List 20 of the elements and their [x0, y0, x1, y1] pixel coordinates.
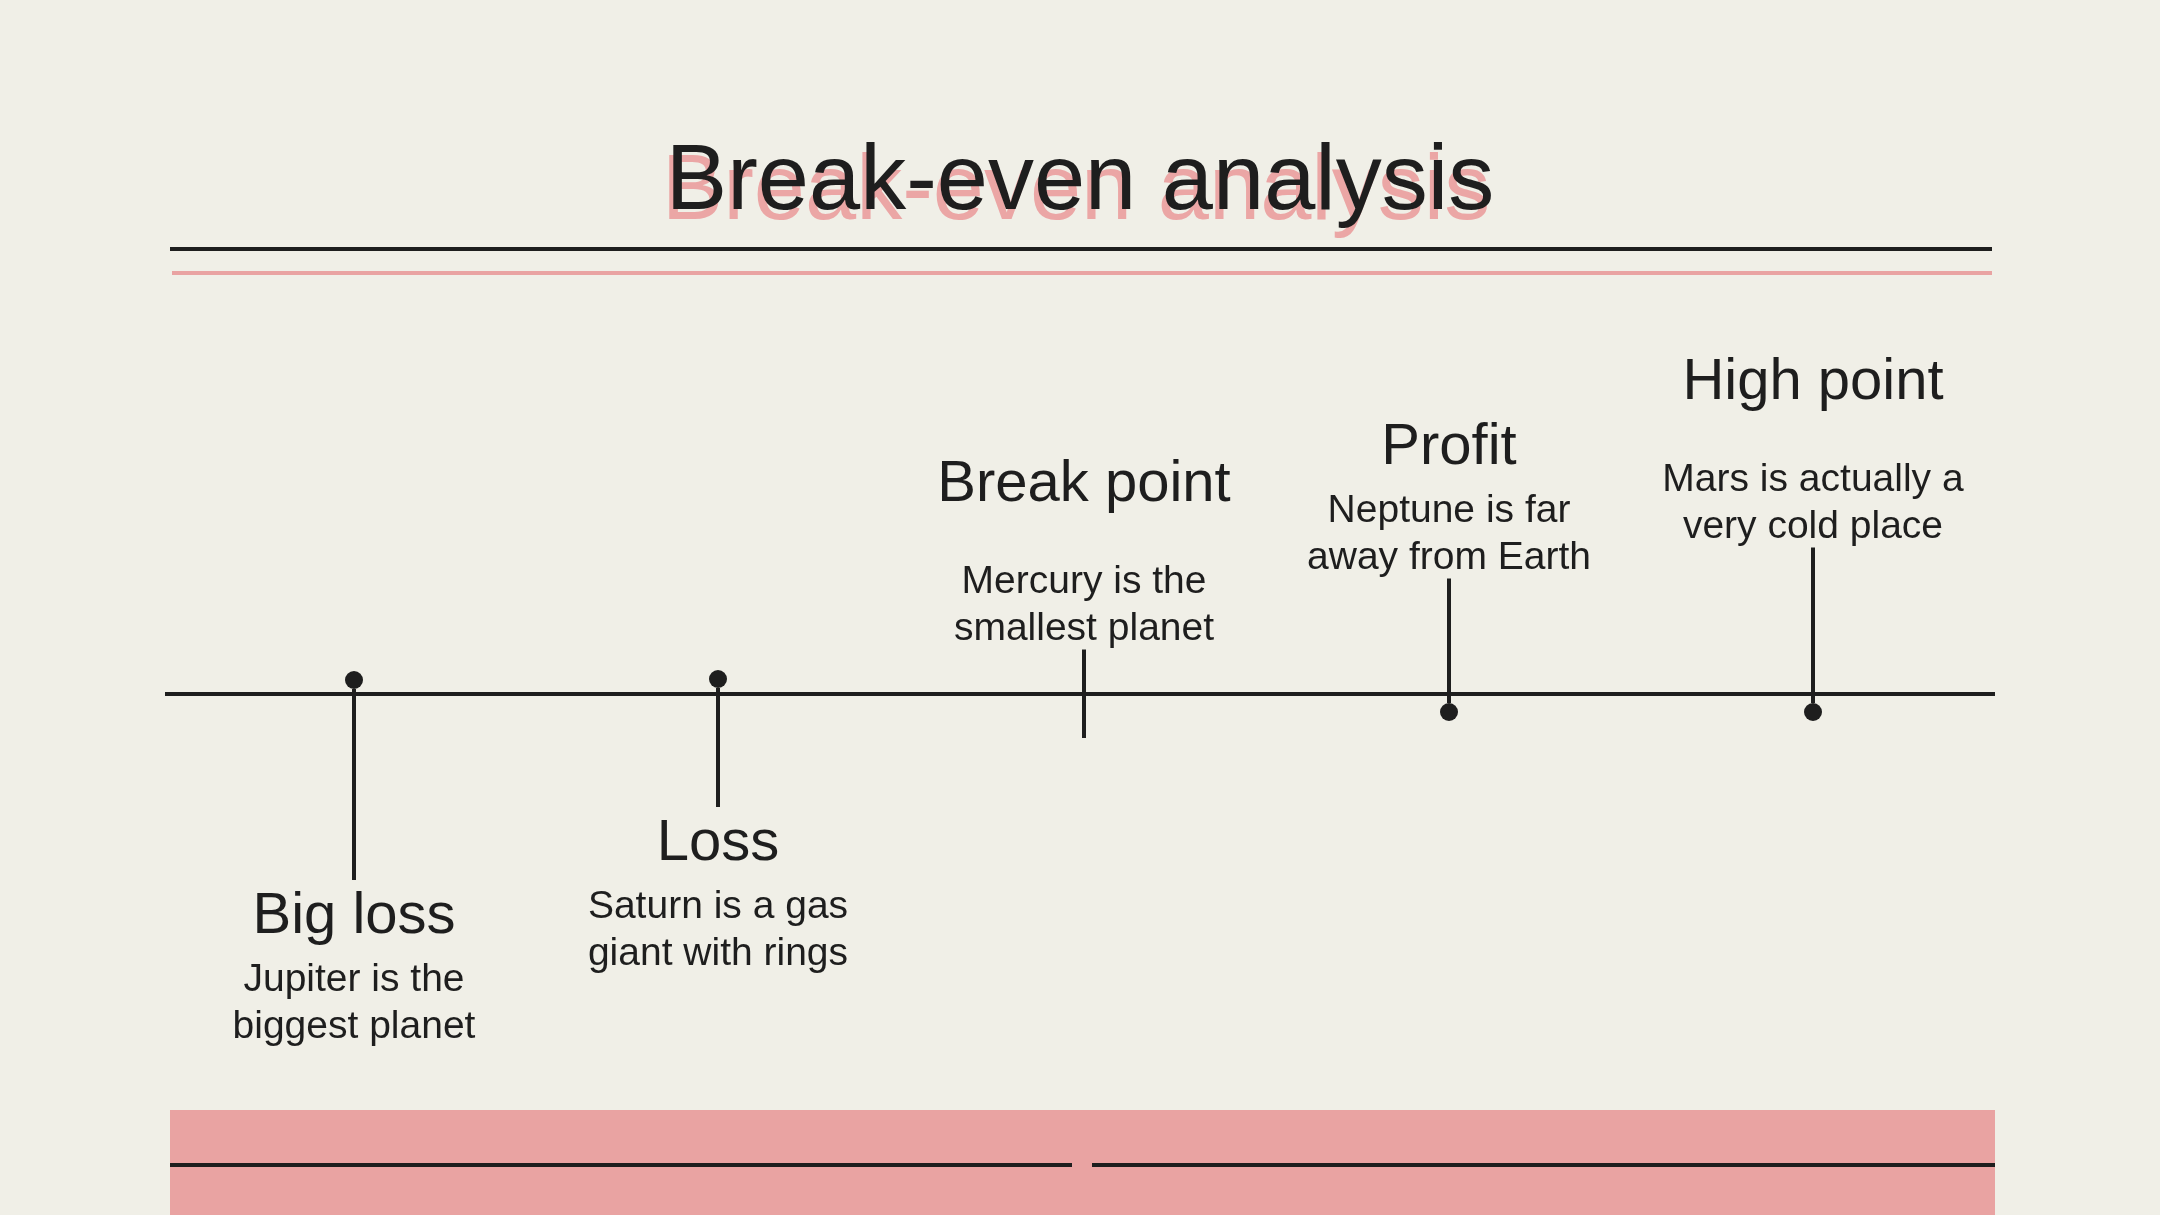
timeline-dot-icon	[345, 671, 363, 689]
leader-line	[1447, 578, 1451, 703]
milestone-description: Neptune is far away from Earth	[1306, 485, 1592, 579]
milestone-description: Jupiter is the biggest planet	[231, 954, 477, 1048]
leader-line	[716, 688, 720, 807]
milestone-heading: High point	[1681, 346, 1945, 412]
milestone-description: Saturn is a gas giant with rings	[586, 881, 850, 975]
leader-line	[1082, 649, 1086, 738]
milestone-description: Mars is actually a very cold place	[1661, 454, 1965, 548]
title: Break-even analysis	[665, 127, 1495, 227]
timeline-dot-icon	[1440, 703, 1458, 721]
timeline-dot-icon	[1804, 703, 1822, 721]
milestone-description: Mercury is the smallest planet	[952, 556, 1216, 650]
milestone-heading: Loss	[655, 807, 781, 873]
leader-line	[352, 689, 356, 880]
timeline-dot-icon	[709, 670, 727, 688]
milestone-heading: Big loss	[251, 880, 457, 946]
leader-line	[1811, 547, 1815, 703]
milestone-heading: Profit	[1380, 411, 1518, 477]
milestone-heading: Break point	[936, 448, 1232, 514]
